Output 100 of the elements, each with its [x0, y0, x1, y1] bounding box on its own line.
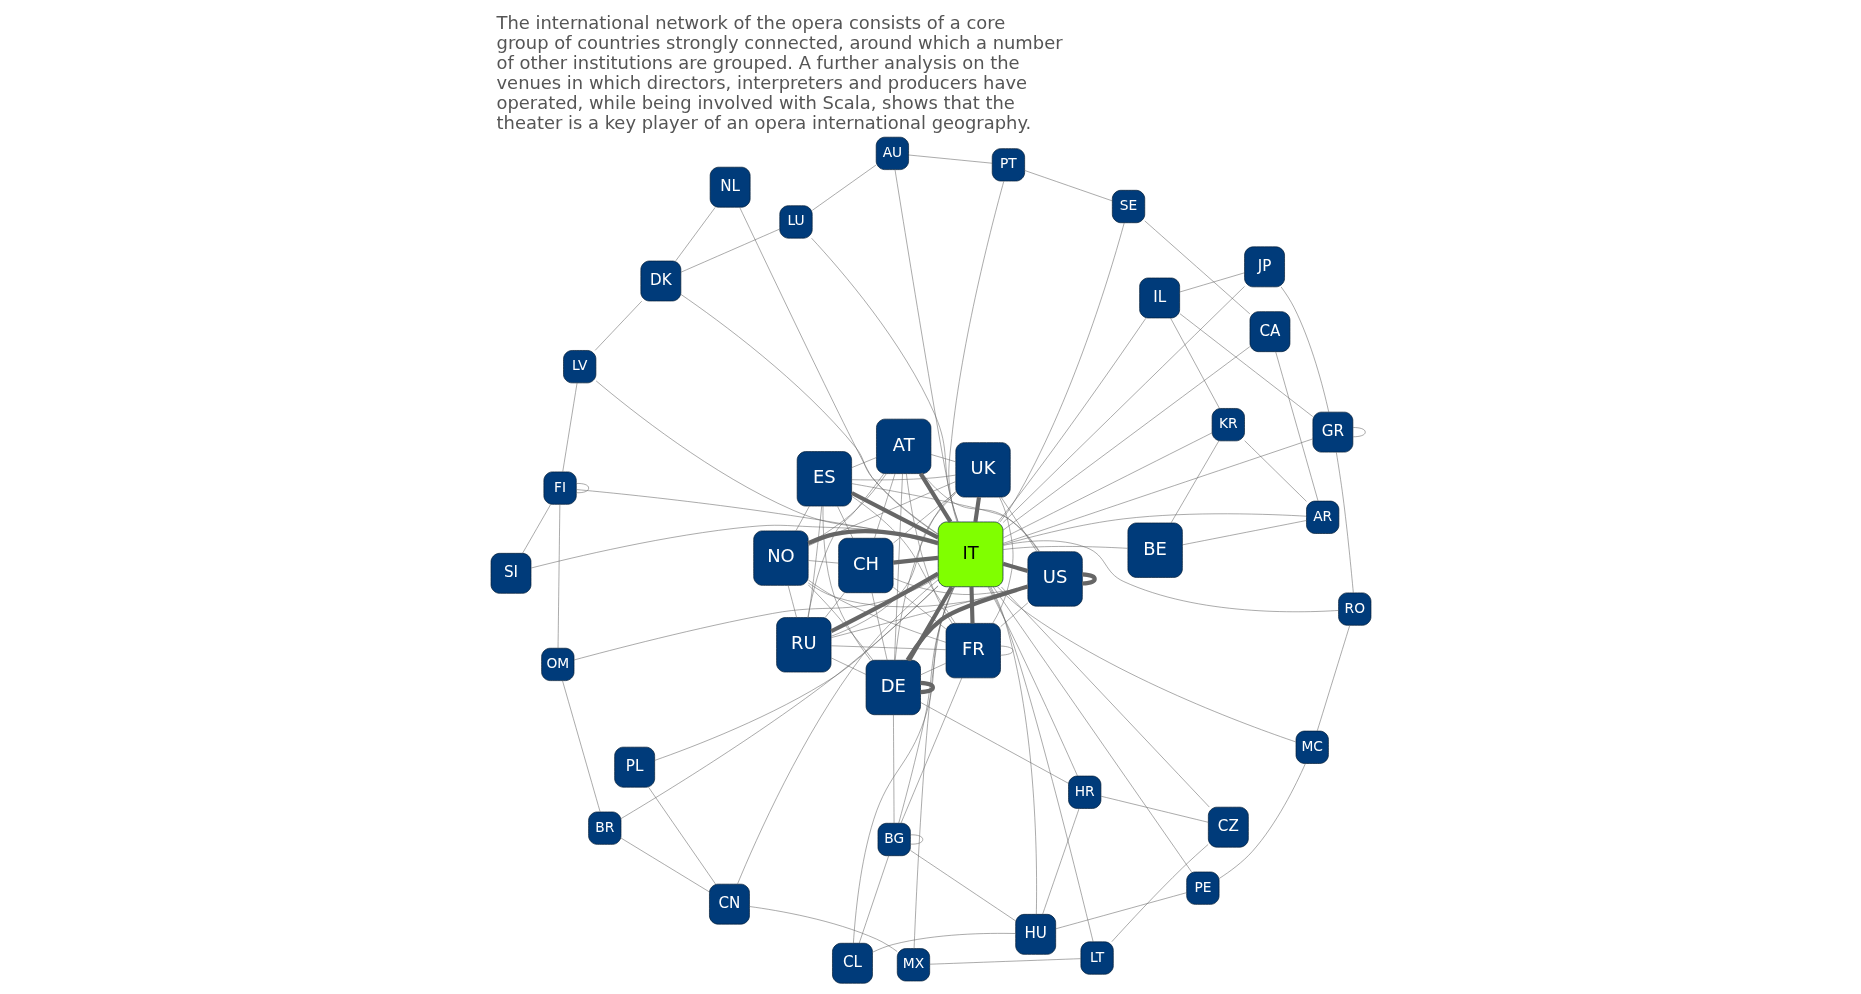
- connector: [1181, 519, 1307, 545]
- connector: [850, 495, 956, 624]
- node-box: UK: [954, 441, 1011, 497]
- connector: [530, 524, 938, 568]
- connector: [595, 380, 938, 545]
- node-box: GR: [1312, 411, 1353, 452]
- connector: [1002, 438, 1313, 544]
- connector: [1335, 451, 1354, 593]
- node-box: NL: [709, 166, 750, 208]
- connector: [1316, 624, 1350, 731]
- connector: [1002, 285, 1245, 523]
- connector: [575, 482, 589, 493]
- connector: [908, 154, 992, 163]
- node-box: ES: [796, 450, 852, 506]
- connector: [521, 503, 551, 553]
- connector: [736, 579, 938, 884]
- connector: [991, 496, 1013, 624]
- connector: [830, 657, 866, 675]
- node-box: HR: [1067, 775, 1101, 809]
- connector: [647, 786, 716, 884]
- connector: [1054, 891, 1187, 929]
- node-box: CH: [837, 537, 893, 593]
- connector: [806, 528, 938, 545]
- node-box: CL: [831, 942, 873, 984]
- connector: [575, 488, 938, 545]
- node-box: PL: [613, 746, 655, 787]
- connector: [807, 579, 946, 643]
- connector: [561, 382, 577, 472]
- node-box: RO: [1337, 592, 1371, 626]
- connector: [919, 662, 946, 675]
- connector: [1100, 795, 1208, 823]
- connector: [807, 480, 956, 546]
- connector: [892, 586, 946, 629]
- node-box: FR: [945, 622, 1001, 678]
- connector: [894, 490, 956, 660]
- connector: [1144, 220, 1250, 314]
- node-box: OM: [540, 647, 574, 681]
- connector: [807, 505, 822, 618]
- connector: [920, 701, 1069, 784]
- node-box: BR: [587, 811, 621, 845]
- connector: [1280, 286, 1329, 412]
- caption: The international network of the opera consists of a core group of countries strongly connected, around which a number of other institutions are grouped. A further analysis on the venues in which directors, interpreters and producers have operated, while being involved with Scala, shows that the theater is a key player of an opera international geography.: [496, 11, 1063, 133]
- connector: [1179, 312, 1313, 417]
- connector: [851, 482, 1040, 552]
- node-box: CZ: [1207, 806, 1249, 847]
- connector: [852, 586, 955, 943]
- node-box: HU: [1014, 913, 1056, 955]
- connector: [807, 584, 873, 660]
- node-box: BG: [877, 822, 911, 856]
- connector: [909, 849, 1016, 921]
- node-box: US: [1027, 550, 1083, 606]
- connector: [871, 592, 887, 660]
- connector: [906, 585, 953, 661]
- connector: [930, 453, 956, 462]
- connector: [1023, 169, 1112, 201]
- connector: [1002, 540, 1339, 612]
- node-box: SE: [1111, 189, 1145, 223]
- node-box: SI: [490, 552, 531, 594]
- connector: [680, 228, 780, 272]
- connector: [1111, 843, 1208, 942]
- connector: [1002, 545, 1128, 550]
- connector: [795, 505, 810, 531]
- connector: [988, 586, 1093, 942]
- connector: [900, 677, 962, 823]
- connector: [807, 559, 839, 563]
- connector: [1169, 317, 1220, 409]
- node-box: LU: [778, 204, 813, 238]
- connector: [905, 584, 1028, 661]
- node-box: AU: [875, 136, 909, 170]
- connector: [948, 180, 1004, 522]
- node-box: FI: [543, 471, 577, 505]
- connector: [561, 679, 600, 812]
- connector: [620, 585, 938, 819]
- connector: [830, 585, 1028, 638]
- connector: [919, 680, 935, 694]
- connector: [822, 505, 871, 660]
- node-box: CN: [708, 883, 750, 924]
- connector: [1218, 762, 1306, 879]
- connector: [987, 586, 1078, 776]
- connector: [850, 474, 956, 480]
- connector: [1002, 513, 1307, 545]
- connector: [680, 293, 938, 534]
- node-box: DE: [865, 659, 921, 715]
- connector: [873, 473, 895, 538]
- node-box: IT: [937, 521, 1003, 587]
- node-box: PT: [991, 147, 1025, 181]
- connector: [1274, 350, 1318, 501]
- connector: [830, 492, 956, 637]
- connector: [594, 300, 642, 351]
- connector: [894, 168, 958, 522]
- connector: [928, 957, 1081, 964]
- connector: [913, 586, 954, 949]
- connector: [858, 855, 889, 944]
- connector: [573, 576, 938, 660]
- connector: [1001, 561, 1028, 573]
- connector: [996, 586, 1296, 742]
- connector: [1178, 272, 1245, 292]
- connector: [1041, 807, 1079, 914]
- node-box: PE: [1185, 871, 1219, 905]
- connector: [674, 206, 716, 261]
